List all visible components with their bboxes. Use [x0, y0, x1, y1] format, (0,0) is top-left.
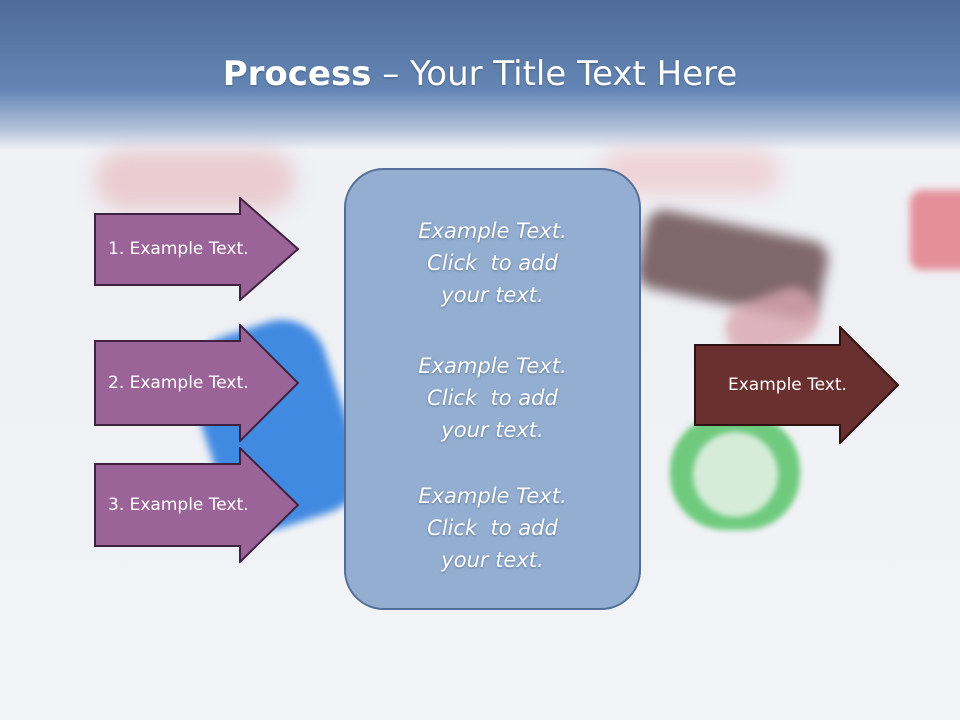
step-label-1: 1. Example Text.	[108, 239, 249, 259]
block-line: Example Text.	[418, 354, 567, 378]
title-rest: – Your Title Text Here	[371, 54, 738, 94]
background-blur-shape	[95, 150, 295, 210]
output-arrow[interactable]: Example Text.	[694, 326, 900, 444]
title-banner	[0, 0, 960, 150]
block-line: Example Text.	[418, 484, 567, 508]
background-blur-shape	[693, 432, 778, 517]
step-arrow-3[interactable]: 3. Example Text.	[94, 447, 300, 563]
arrow-shape	[694, 326, 900, 444]
block-line: Click to add	[427, 386, 558, 410]
center-text-block-1[interactable]: Example Text. Click to add your text.	[346, 215, 639, 311]
block-line: your text.	[441, 548, 544, 572]
arrow-shape	[94, 197, 300, 301]
step-arrow-1[interactable]: 1. Example Text.	[94, 197, 300, 301]
background-blur-shape	[910, 190, 960, 270]
center-text-block-3[interactable]: Example Text. Click to add your text.	[346, 480, 639, 576]
block-line: Click to add	[427, 516, 558, 540]
block-line: Example Text.	[418, 219, 567, 243]
block-line: your text.	[441, 418, 544, 442]
center-text-block-2[interactable]: Example Text. Click to add your text.	[346, 350, 639, 446]
arrow-shape	[94, 324, 300, 442]
output-label: Example Text.	[728, 375, 847, 395]
step-label-2: 2. Example Text.	[108, 373, 249, 393]
step-label-3: 3. Example Text.	[108, 495, 249, 515]
arrow-shape	[94, 447, 300, 563]
title-bold: Process	[222, 54, 372, 94]
step-arrow-2[interactable]: 2. Example Text.	[94, 324, 300, 442]
center-text-panel[interactable]: Example Text. Click to add your text. Ex…	[344, 168, 641, 610]
slide-title[interactable]: Process – Your Title Text Here	[0, 52, 960, 96]
block-line: your text.	[441, 283, 544, 307]
block-line: Click to add	[427, 251, 558, 275]
